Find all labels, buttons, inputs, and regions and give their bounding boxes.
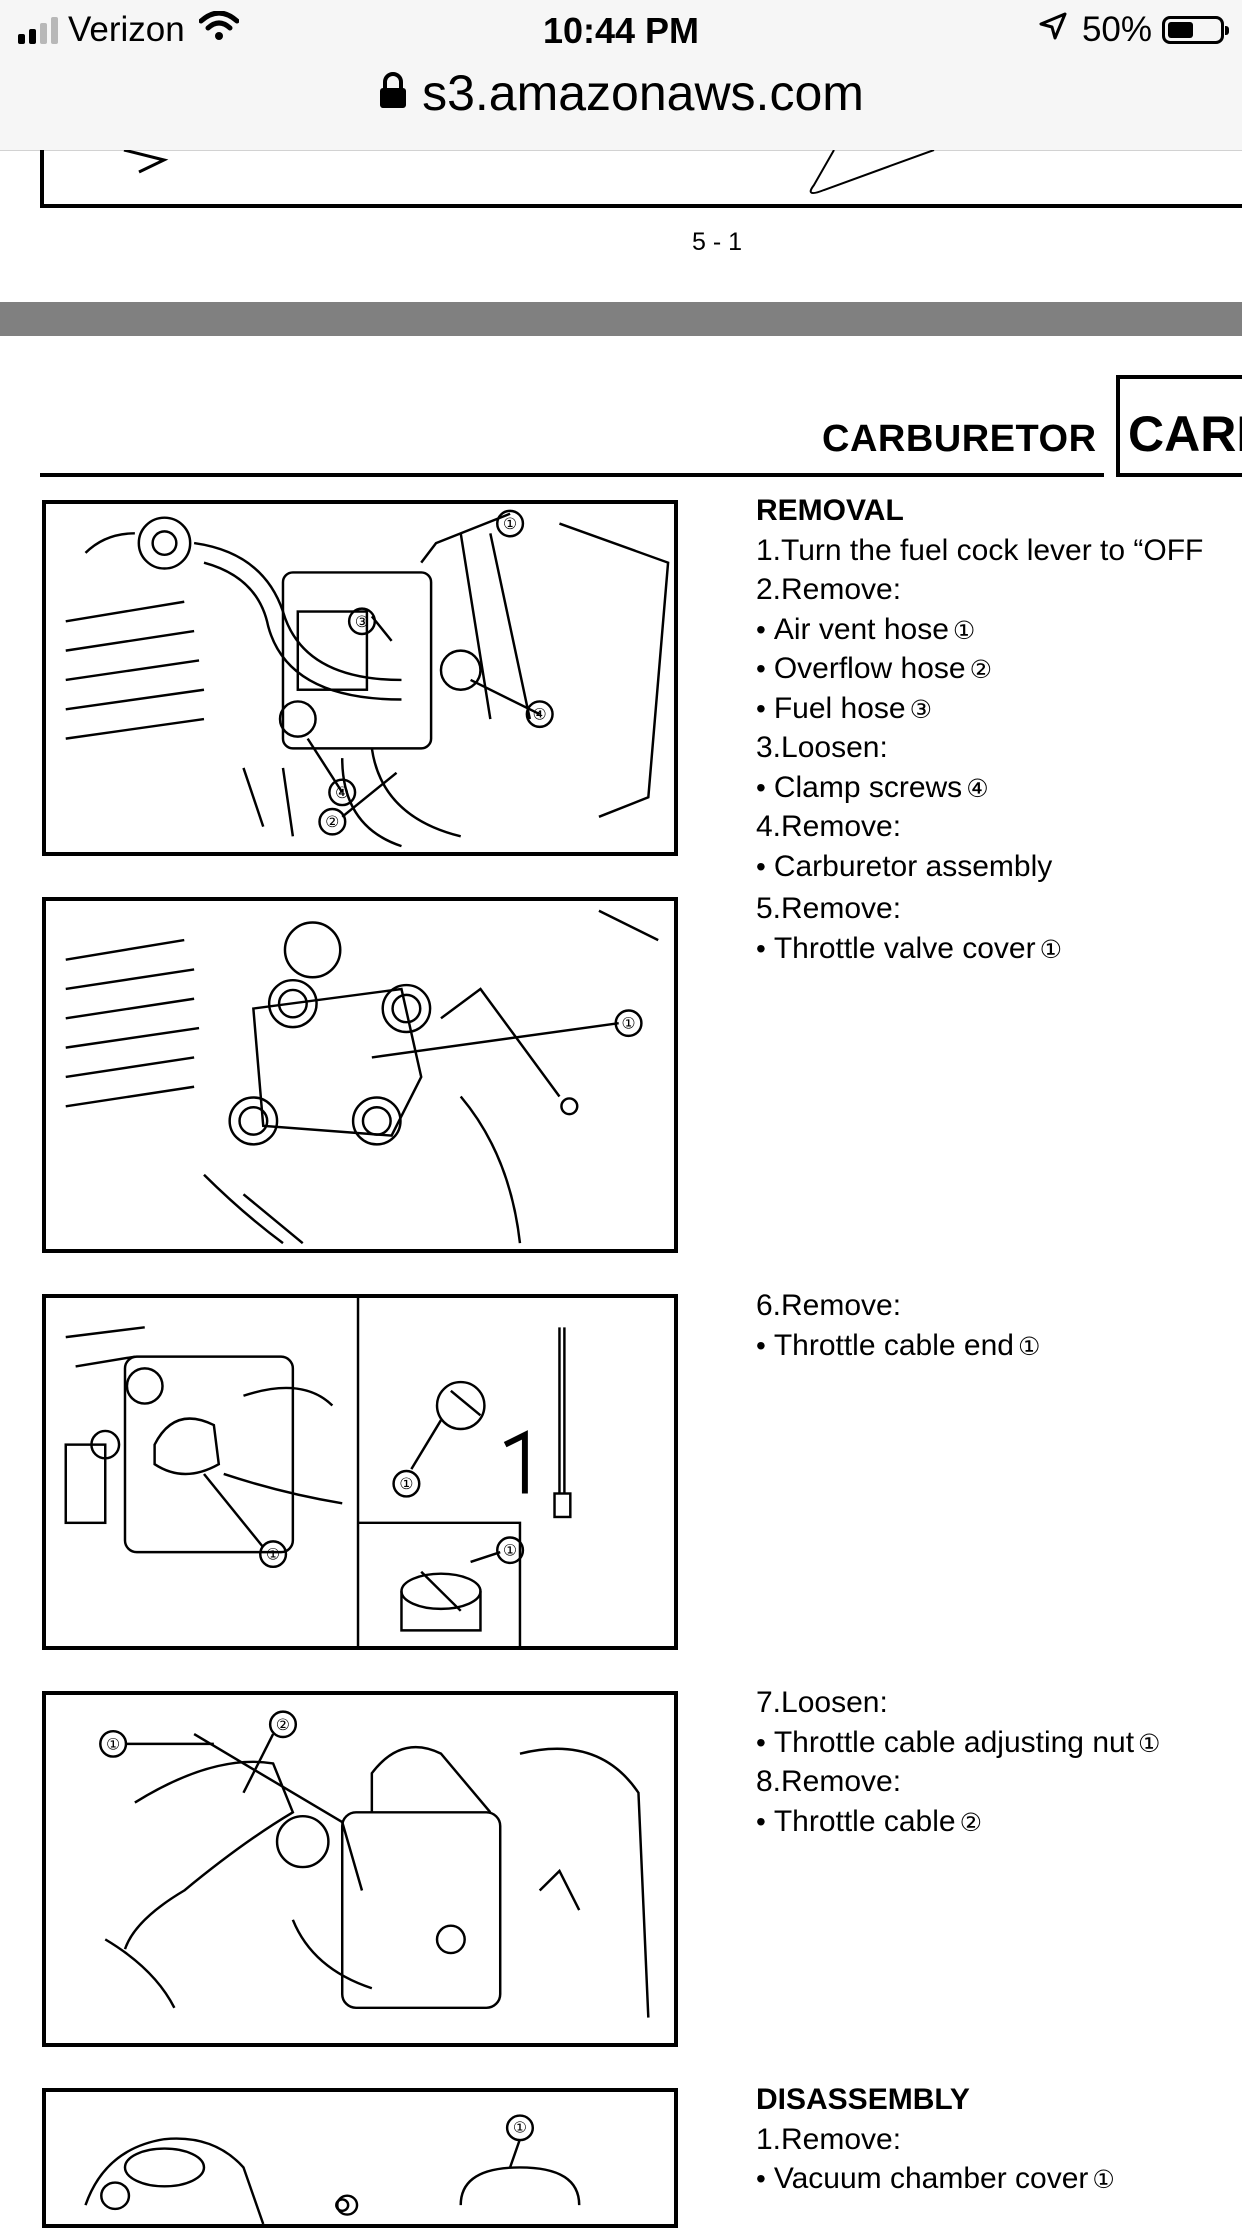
header-rule: [40, 473, 1104, 477]
section-tab: CARB: [1116, 375, 1242, 477]
step-ref-number: ②: [969, 656, 992, 684]
step-line: 5.Remove:: [756, 889, 1062, 929]
battery-fill: [1168, 22, 1193, 38]
step-text: 6.Remove:: [756, 1289, 902, 1322]
step-ref-number: ③: [909, 695, 932, 724]
step-text: 2.Remove:: [756, 573, 902, 606]
fig5-callout-1: ①: [513, 2119, 527, 2137]
fig2-callout-1: ①: [622, 1014, 636, 1033]
previous-page-figure-frame: [40, 150, 1242, 208]
step-text: Clamp screws: [773, 770, 963, 804]
figure-throttle-cable-end: ① ① ①: [42, 1294, 678, 1650]
step-ref-number: ①: [1092, 2166, 1115, 2194]
url-domain: s3.amazonaws.com: [422, 65, 864, 121]
figure-vacuum-chamber-cover: ①: [42, 2088, 678, 2228]
location-arrow-icon: [1038, 10, 1068, 50]
step-text: Throttle valve cover: [773, 931, 1036, 965]
step-text: Throttle cable adjusting nut: [773, 1725, 1135, 1759]
step-ref-number: ②: [959, 1808, 982, 1837]
status-bar: Verizon 10:44 PM 50%: [0, 0, 1242, 62]
url-bar[interactable]: s3.amazonaws.com: [0, 58, 1242, 128]
battery-percent: 50%: [1081, 10, 1152, 49]
fig3-callout-1a: ①: [266, 1545, 280, 1564]
clock: 10:44 PM: [542, 10, 700, 51]
fig1-callout-1: ①: [503, 514, 517, 533]
step-text: Overflow hose: [773, 652, 966, 685]
step-text: 3.Loosen:: [756, 731, 888, 764]
step-ref-number: ①: [1039, 935, 1063, 964]
step-line: 3.Loosen:: [756, 728, 1203, 768]
status-right-group: 50%: [1038, 10, 1229, 50]
step-line: 6.Remove:: [756, 1286, 1040, 1326]
battery-icon: [1162, 16, 1229, 44]
step-text: 5.Remove:: [756, 892, 902, 925]
step-text: 7.Loosen:: [756, 1686, 888, 1719]
fig1-callout-3: ③: [355, 612, 369, 631]
fig1-callout-2: ②: [325, 812, 339, 831]
step-text: 8.Remove:: [756, 1765, 902, 1798]
removal-steps: REMOVAL 1.Turn the fuel cock lever to “O…: [756, 491, 1203, 883]
step-line: 4.Remove:: [756, 807, 1203, 847]
removal-heading: REMOVAL: [756, 494, 904, 527]
step-line: 2.Remove:: [756, 570, 1203, 610]
signal-bars-icon: [18, 16, 58, 44]
step-line: 7.Loosen:: [756, 1683, 1160, 1723]
carrier-name: Verizon: [68, 10, 185, 49]
step-text: 1.Remove:: [756, 2122, 902, 2156]
step-ref-number: ①: [952, 616, 976, 645]
disassembly-heading: DISASSEMBLY: [756, 2083, 970, 2116]
lock-icon: [378, 64, 408, 122]
figure-throttle-valve-cover: ①: [42, 897, 678, 1253]
step-line: 1.Remove:: [756, 2120, 1115, 2160]
step-line: 8.Remove:: [756, 1762, 1160, 1802]
step-ref-number: ①: [1138, 1729, 1161, 1758]
carrier-group: Verizon: [18, 10, 240, 50]
step-text: 4.Remove:: [756, 810, 902, 843]
fig4-callout-1: ①: [106, 1734, 120, 1753]
step-text: 1.Turn the fuel cock lever to “OFF: [756, 533, 1204, 567]
fig4-callout-2: ②: [276, 1715, 290, 1734]
fig3-callout-1b: ①: [399, 1474, 413, 1493]
page-number: 5 - 1: [691, 228, 743, 256]
step-ref-number: ④: [966, 774, 989, 803]
step-text: Throttle cable: [773, 1804, 956, 1838]
removal-step-list-d: 7.Loosen:Throttle cable adjusting nut①8.…: [756, 1683, 1160, 1841]
fig1-callout-4b: ④: [335, 783, 349, 802]
fig3-callout-1c: ①: [503, 1541, 517, 1560]
step-text: Carburetor assembly: [773, 849, 1053, 883]
section-title: CARBURETOR: [822, 418, 1097, 460]
browser-chrome: Verizon 10:44 PM 50% s3.amazonaws.com: [0, 0, 1242, 151]
disassembly-steps: DISASSEMBLY 1.Remove:Vacuum chamber cove…: [756, 2080, 1115, 2196]
step-text: Air vent hose: [773, 612, 949, 646]
page-separator: [0, 302, 1242, 336]
wifi-icon: [198, 10, 240, 50]
figure-throttle-cable-adjust: ① ②: [42, 1691, 678, 2047]
figure-fuel-hoses: ① ③ ④ ④ ②: [42, 500, 678, 856]
step-line: 1.Turn the fuel cock lever to “OFF: [756, 531, 1203, 571]
step-text: Vacuum chamber cover: [773, 2162, 1089, 2195]
step-text: Fuel hose: [773, 691, 906, 725]
step-bullet: Carburetor assembly: [756, 847, 1203, 887]
removal-step-list: 1.Turn the fuel cock lever to “OFF 2.Remo…: [756, 531, 1203, 883]
step-ref-number: ①: [1017, 1332, 1041, 1361]
fig1-callout-4a: ④: [533, 705, 547, 724]
step-text: Throttle cable end: [773, 1328, 1014, 1362]
